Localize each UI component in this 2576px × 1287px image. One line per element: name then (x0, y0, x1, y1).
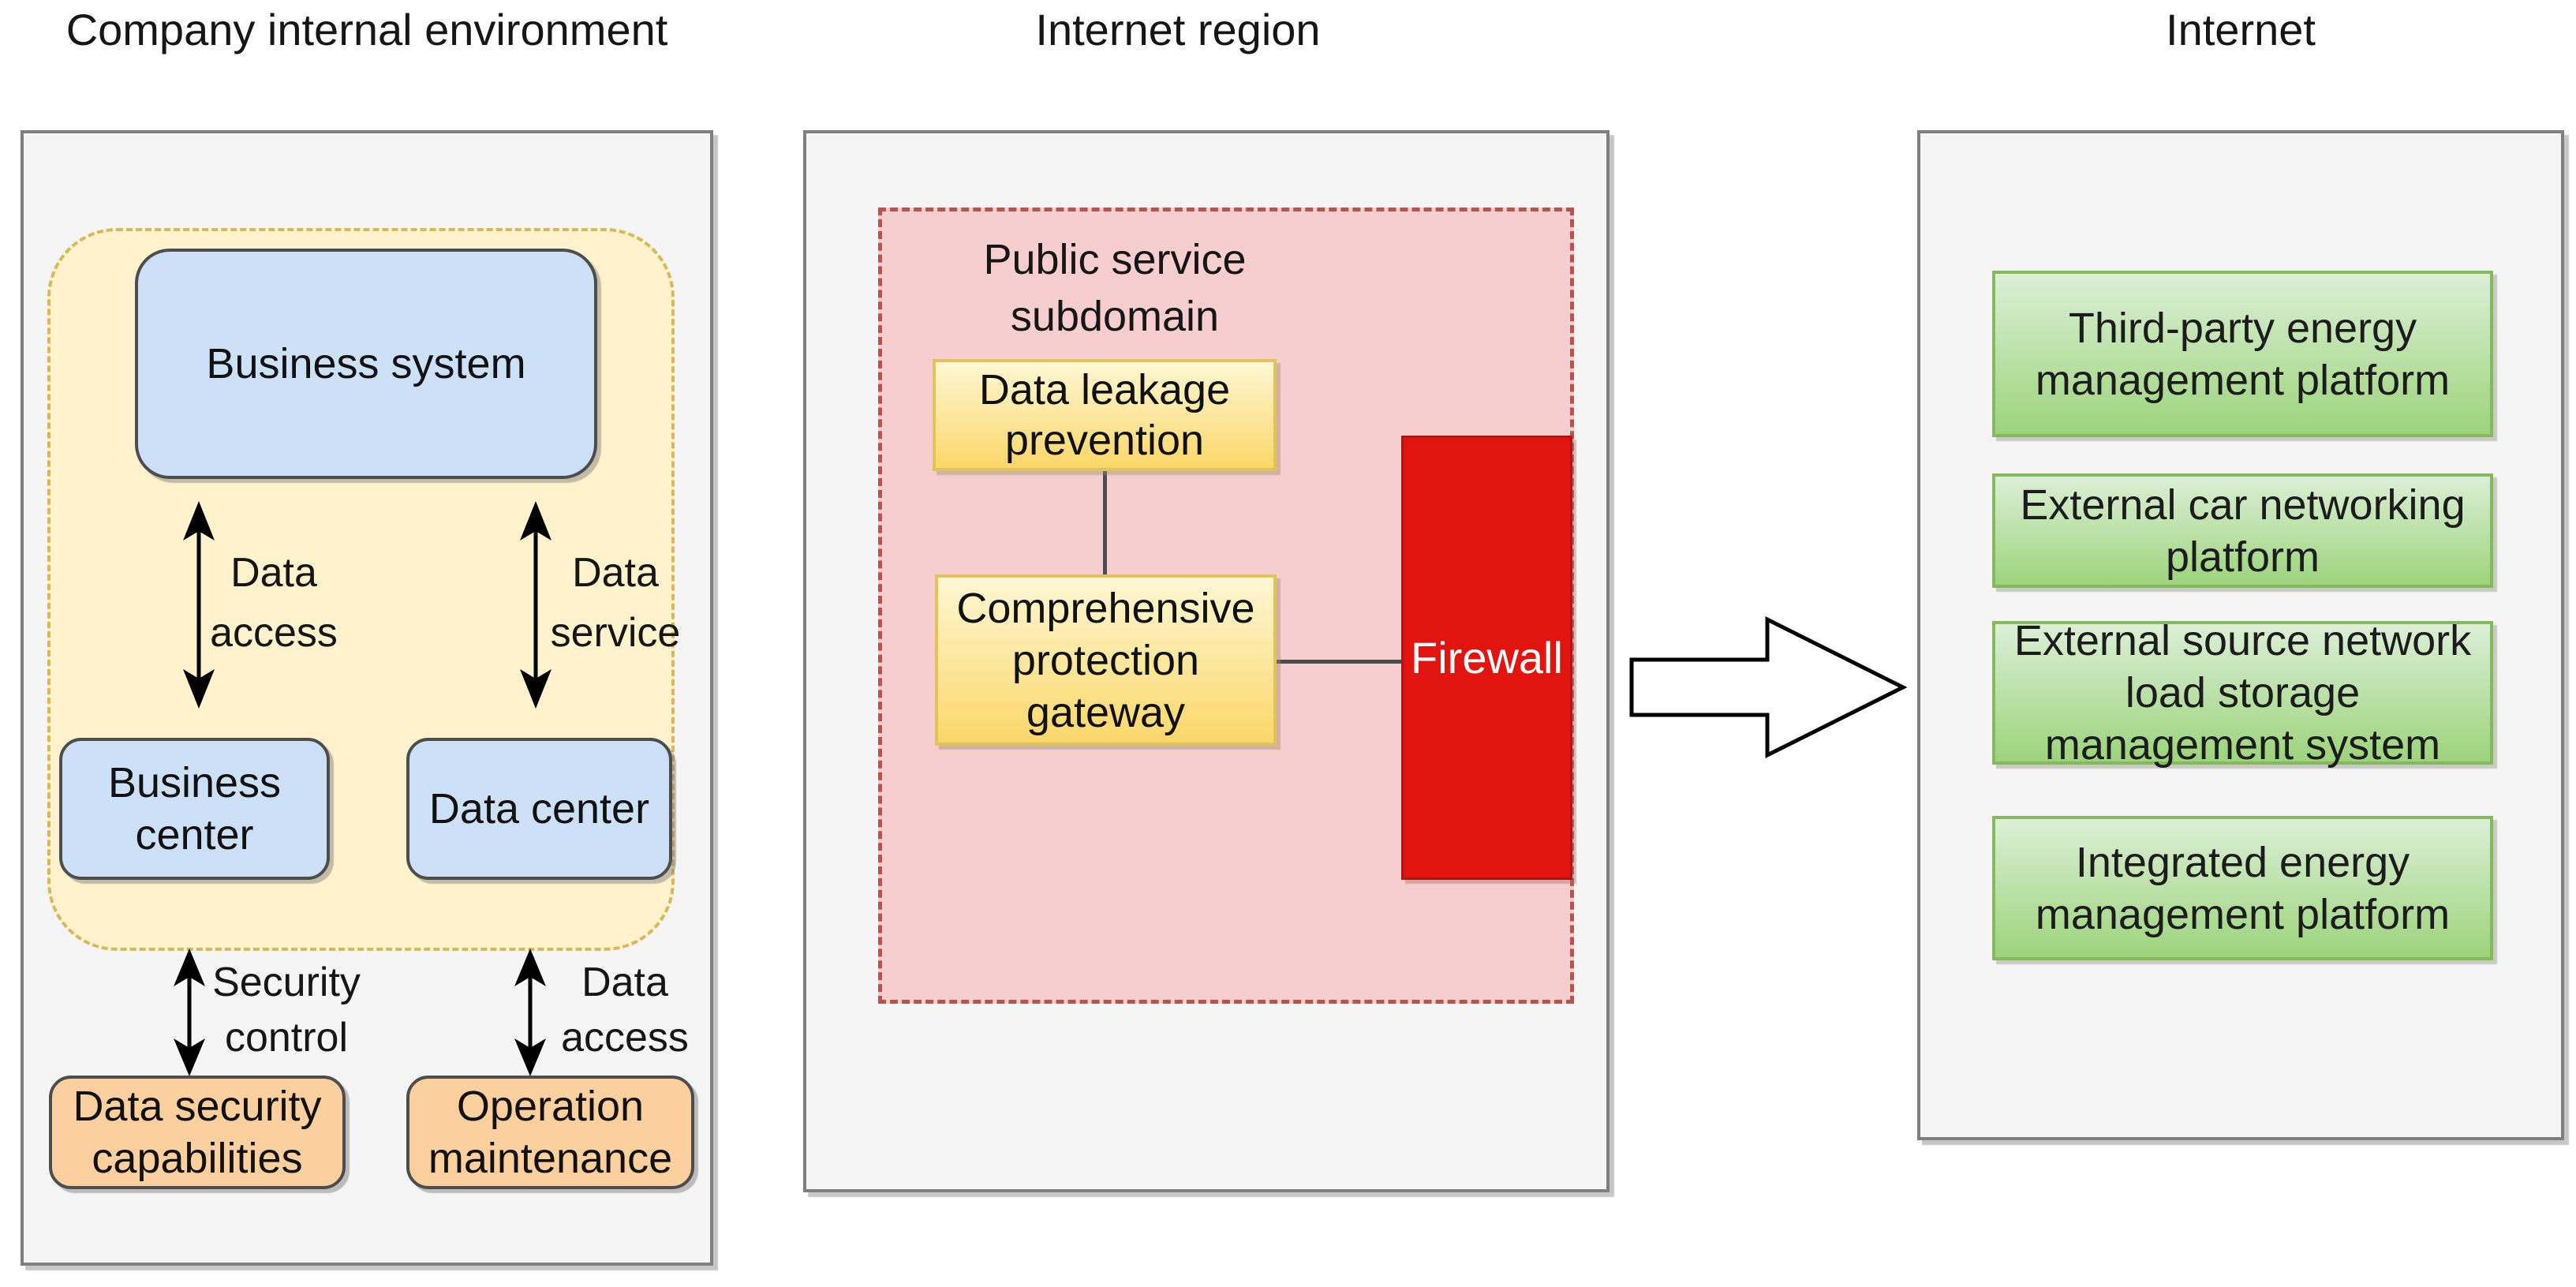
label-data-access-bottom: Data access (561, 960, 689, 1061)
double-arrow-data-access-top (183, 501, 215, 709)
double-arrow-security-control (174, 948, 205, 1076)
data-leakage-prevention-box: Data leakage prevention (933, 359, 1277, 471)
data-center-label: Data center (428, 785, 650, 832)
firewall-label: Firewall (1411, 633, 1563, 683)
connector-gateway-to-firewall (1277, 660, 1401, 664)
operation-maintenance-box: Operation maintenance (406, 1076, 694, 1189)
public-service-subdomain-label: Public service subdomain (983, 236, 1247, 340)
comprehensive-protection-gateway-box: Comprehensive protection gateway (935, 574, 1277, 746)
operation-maintenance-label: Operation maintenance (428, 1083, 673, 1182)
data-security-capabilities-box: Data security capabilities (49, 1076, 346, 1189)
external-source-network-load-storage-box: External source network load storage man… (1992, 617, 2493, 769)
connector-leakage-to-gateway (1103, 471, 1107, 574)
title-company-internal-environment: Company internal environment (65, 5, 668, 54)
label-security-control: Security control (212, 960, 361, 1061)
third-party-energy-platform-label: Third-party energy management platform (2035, 304, 2451, 404)
integrated-energy-platform-box: Integrated energy management platform (1992, 816, 2493, 960)
data-center-box: Data center (406, 738, 672, 880)
data-security-capabilities-label: Data security capabilities (73, 1083, 322, 1182)
business-center-label: Business center (107, 759, 282, 859)
firewall-box: Firewall (1401, 436, 1572, 880)
business-system-label: Business system (206, 340, 526, 387)
data-leakage-prevention-label: Data leakage prevention (978, 366, 1231, 464)
third-party-energy-platform-box: Third-party energy management platform (1992, 271, 2493, 437)
external-car-networking-platform-label: External car networking platform (2020, 481, 2466, 581)
flow-arrow-to-internet (1629, 615, 1908, 759)
double-arrow-data-access-bottom (514, 948, 546, 1076)
business-system-box: Business system (135, 249, 597, 479)
label-data-access-top: Data access (210, 550, 338, 656)
integrated-energy-platform-label: Integrated energy management platform (2035, 838, 2451, 938)
business-center-box: Business center (59, 738, 330, 880)
title-internet: Internet (2166, 5, 2316, 54)
double-arrow-data-service (520, 501, 551, 709)
external-car-networking-platform-box: External car networking platform (1992, 473, 2493, 588)
comprehensive-protection-gateway-label: Comprehensive protection gateway (956, 584, 1255, 736)
external-source-network-load-storage-label: External source network load storage man… (2013, 617, 2472, 769)
title-internet-region: Internet region (1035, 5, 1321, 54)
label-data-service: Data service (550, 550, 681, 656)
